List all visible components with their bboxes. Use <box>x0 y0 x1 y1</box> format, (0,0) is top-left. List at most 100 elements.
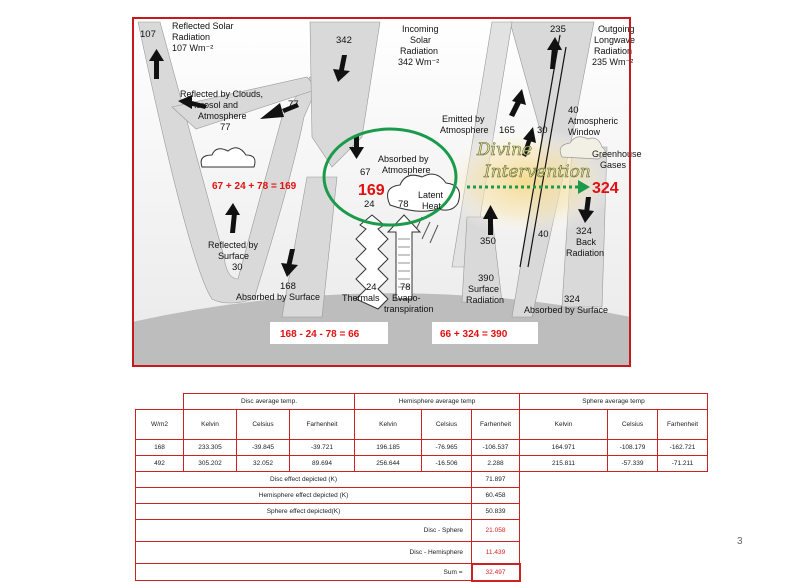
arrow-back-radiation-down <box>578 197 594 223</box>
effect-label-disc: Disc effect depicted (K) <box>135 471 472 488</box>
outgoing-label-4: 235 Wm⁻² <box>592 57 633 67</box>
header-kelvin-disc: Kelvin <box>183 409 237 440</box>
equation-top: 67 + 24 + 78 = 169 <box>212 181 297 192</box>
arrow-reflected-clouds-left <box>178 95 207 109</box>
number-24-atm: 24 <box>364 199 375 210</box>
table-row: 492 305.202 32.052 89.694 256.644 -16.50… <box>135 455 708 472</box>
absorbed-atm-label-1: Absorbed by <box>378 154 429 164</box>
cell: -162.721 <box>657 439 708 456</box>
cell: 305.202 <box>183 455 237 472</box>
incoming-solar-label-4: 342 Wm⁻² <box>398 57 439 67</box>
number-40-low: 40 <box>538 229 549 240</box>
reflected-clouds-label-2: Aerosol and <box>190 100 238 110</box>
arrow-surface-reflected <box>225 203 240 233</box>
effect-value-disc-hemi: 11.439 <box>471 541 520 564</box>
reflected-solar-beam <box>137 21 319 304</box>
sum-label: Sum = <box>135 563 472 581</box>
cell: -76.965 <box>421 439 472 456</box>
number-77-label: 77 <box>220 122 231 133</box>
effect-label-disc-sphere: Disc - Sphere <box>135 519 472 542</box>
divine-label-1: Divine <box>476 140 532 160</box>
cell: -39.721 <box>289 439 355 456</box>
number-78-atm: 78 <box>398 199 409 210</box>
number-350: 350 <box>480 236 496 247</box>
header-wm2: W/m2 <box>135 409 184 440</box>
number-78-evapo: 78 <box>400 282 411 293</box>
header-fahrenheit-hemi: Farhenheit <box>471 409 520 440</box>
reflected-clouds-label-1: Reflected by Clouds, <box>180 89 263 99</box>
page-number: 3 <box>737 536 743 547</box>
reflected-solar-label-2: Radiation <box>172 32 210 42</box>
cell: 164.971 <box>519 439 608 456</box>
effect-row: Sphere effect depicted(K) 50.839 <box>135 503 708 520</box>
effect-row: Disc - Hemisphere 11.439 <box>135 541 708 564</box>
effect-value-sphere: 50.839 <box>471 503 520 520</box>
divine-label-2: Intervention <box>483 162 591 182</box>
number-24-thermals: 24 <box>366 282 377 293</box>
surface-radiation-label-2: Radiation <box>466 295 504 305</box>
absorbed-surface-left: Absorbed by Surface <box>236 292 320 302</box>
header-celsius-disc: Celsius <box>236 409 290 440</box>
back-radiation-label-2: Radiation <box>566 248 604 258</box>
arrow-168-down <box>281 249 298 277</box>
group-hemisphere: Hemisphere average temp <box>354 393 520 410</box>
temperature-table: Disc average temp. Hemisphere average te… <box>135 393 708 582</box>
thermals-label: Thermals <box>342 293 380 303</box>
outgoing-label-1: Outgoing <box>598 24 635 34</box>
number-169: 169 <box>358 182 385 199</box>
effect-row: Disc effect depicted (K) 71.897 <box>135 471 708 488</box>
diagram-frame <box>132 17 631 367</box>
number-30-surface: 30 <box>232 262 243 273</box>
latent-heat-label-1: Latent <box>418 190 444 200</box>
absorbed-surface-right: Absorbed by Surface <box>524 305 608 315</box>
cloud-left-icon <box>200 147 256 168</box>
atm-window-label-1: Atmospheric <box>568 116 619 126</box>
header-fahrenheit-disc: Farhenheit <box>289 409 355 440</box>
greenhouse-cloud-icon <box>559 136 606 160</box>
cell: -39.845 <box>236 439 290 456</box>
energy-budget-diagram: Reflected Solar Radiation 107 Wm⁻² Incom… <box>132 17 642 367</box>
cell: 196.185 <box>354 439 422 456</box>
number-324-absorbed: 324 <box>564 294 580 305</box>
incoming-solar-label-1: Incoming <box>402 24 439 34</box>
number-235: 235 <box>550 24 566 35</box>
header-kelvin-hemi: Kelvin <box>354 409 422 440</box>
number-390: 390 <box>478 273 494 284</box>
outgoing-label-2: Longwave <box>594 35 635 45</box>
greenhouse-label-1: Greenhouse <box>592 149 642 159</box>
effect-label-sphere: Sphere effect depicted(K) <box>135 503 472 520</box>
effect-value-disc: 71.897 <box>471 471 520 488</box>
absorbed-atmosphere-ellipse <box>322 127 458 227</box>
number-165: 165 <box>499 125 515 136</box>
sum-value: 32.497 <box>470 562 521 582</box>
cell: -71.211 <box>657 455 708 472</box>
window-line-2 <box>527 46 567 268</box>
emitted-atm-label-1: Emitted by <box>442 114 485 124</box>
reflected-clouds-label-3: Atmosphere <box>198 111 247 121</box>
arrow-window-up <box>522 127 536 157</box>
cell: 215.811 <box>519 455 608 472</box>
number-168: 168 <box>280 281 296 292</box>
effect-row: Hemisphere effect depicted (K) 60.458 <box>135 487 708 504</box>
header-kelvin-sphere: Kelvin <box>519 409 608 440</box>
number-324-back: 324 <box>576 226 592 237</box>
header-row: W/m2 Kelvin Celsius Farhenheit Kelvin Ce… <box>135 409 708 440</box>
back-radiation-label-1: Back <box>576 237 597 247</box>
incoming-solar-beam <box>309 21 381 168</box>
equation-box-right <box>432 322 538 344</box>
effect-label-disc-hemi: Disc - Hemisphere <box>135 541 472 564</box>
arrow-77-left <box>260 103 299 119</box>
cell: 233.305 <box>183 439 237 456</box>
effect-label-hemi: Hemisphere effect depicted (K) <box>135 487 472 504</box>
arrow-67-down <box>349 135 364 159</box>
cell: 32.052 <box>236 455 290 472</box>
reflected-solar-label-3: 107 Wm⁻² <box>172 43 213 53</box>
number-67: 67 <box>360 167 371 178</box>
equation-bottom-left: 168 - 24 - 78 = 66 <box>280 329 360 340</box>
cell: -16.506 <box>421 455 472 472</box>
greenhouse-label-2: Gases <box>600 160 627 170</box>
number-30-window: 30 <box>537 125 548 136</box>
number-40-window: 40 <box>568 105 579 116</box>
arrow-350-up <box>483 205 498 235</box>
surface-radiation-label-1: Surface <box>468 284 499 294</box>
